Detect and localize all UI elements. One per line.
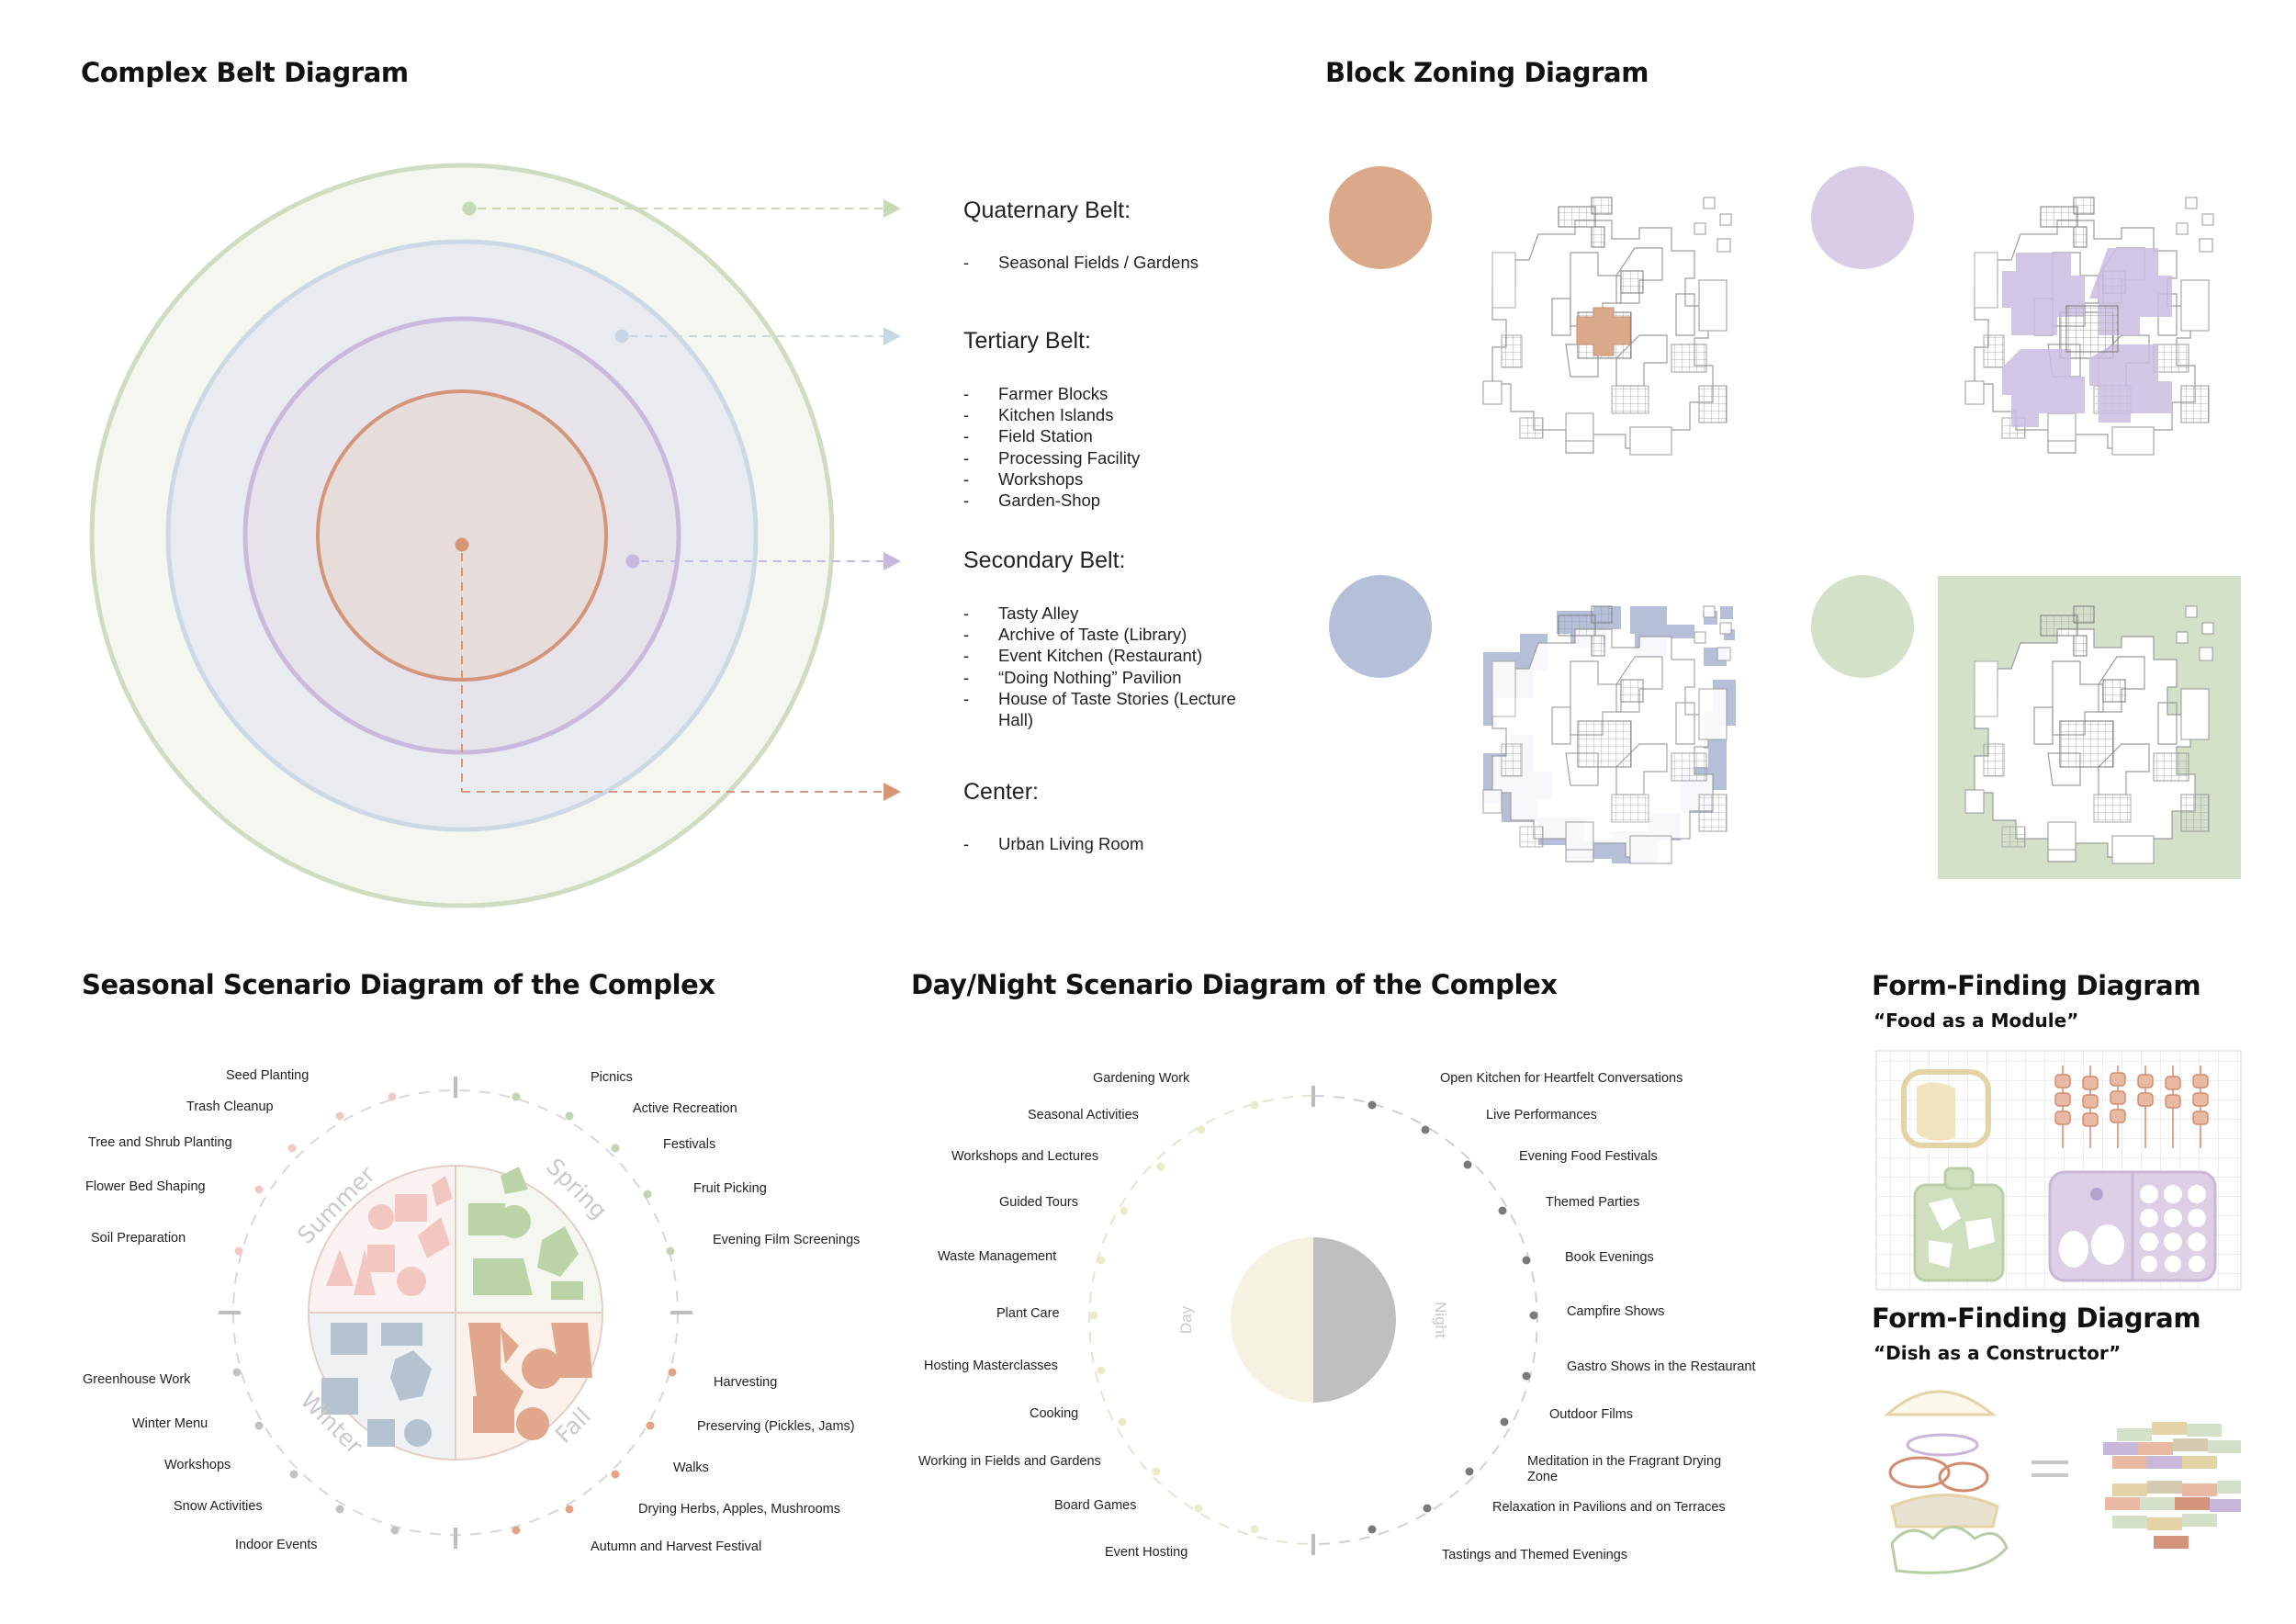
form-finding-subtitle-1: “Food as a Module” [1874,1009,2079,1032]
seasonal-label: Greenhouse Work [83,1372,191,1387]
seasonal-label: Active Recreation [633,1101,737,1116]
day-activity-label: Waste Management [938,1249,1057,1264]
seasonal-label: Festivals [663,1137,716,1152]
seasonal-label: Fruit Picking [693,1181,767,1196]
day-activity-label: Seasonal Activities [1028,1108,1139,1122]
night-activity-label: Campfire Shows [1567,1304,1665,1319]
seasonal-label: Walks [673,1460,709,1475]
belt-item: Farmer Blocks [963,383,1239,404]
seasonal-label: Autumn and Harvest Festival [591,1539,762,1554]
day-label: Day [1177,1305,1195,1334]
belt-item: Urban Living Room [963,833,1239,854]
block-zoning-diagram [1329,166,2241,879]
seasonal-label: Snow Activities [174,1499,263,1514]
secondary-belt-list: Tasty Alley Archive of Taste (Library) E… [963,603,1262,730]
night-activity-label: Evening Food Festivals [1519,1149,1658,1164]
day-activity-label: Cooking [1030,1406,1079,1421]
seasonal-label: Soil Preparation [91,1231,186,1246]
belt-diagram-title: Complex Belt Diagram [81,57,409,88]
module-skewers [2054,1066,2209,1148]
night-label: Night [1432,1302,1449,1338]
day-activity-label: Hosting Masterclasses [924,1359,1058,1373]
seasonal-wheel: Summer Spring Fall Winter [219,1077,692,1549]
night-activity-label: Book Evenings [1565,1250,1654,1265]
night-activity-label: Meditation in the Fragrant Drying Zone [1527,1454,1722,1484]
day-activity-label: Guided Tours [999,1195,1078,1210]
belt-circles [89,163,901,908]
module-board [1913,1167,2005,1282]
seasonal-label: Picnics [591,1070,633,1085]
day-activity-label: Plant Care [996,1306,1060,1321]
zone-swatch-tertiary [1329,575,1432,678]
belt-item: Field Station [963,425,1239,446]
daynight-diagram-title: Day/Night Scenario Diagram of the Comple… [911,969,1558,1000]
belt-item: Event Kitchen (Restaurant) [963,645,1262,666]
night-activity-label: Outdoor Films [1549,1407,1634,1422]
zone-swatch-quaternary [1811,575,1914,678]
seasonal-label: Drying Herbs, Apples, Mushrooms [638,1502,840,1517]
seasonal-label: Evening Film Screenings [713,1233,861,1247]
belt-item: Seasonal Fields / Gardens [963,252,1239,273]
zone-swatch-secondary [1811,166,1914,269]
center-ring [316,389,608,682]
zoning-plan-secondary [1964,197,2214,456]
secondary-belt-title: Secondary Belt: [963,547,1126,573]
belt-item: Tasty Alley [963,603,1262,624]
tertiary-connector [614,327,901,345]
seasonal-label: Flower Bed Shaping [85,1179,206,1194]
tertiary-belt-list: Farmer Blocks Kitchen Islands Field Stat… [963,383,1239,511]
day-activity-label: Event Hosting [1105,1545,1188,1560]
night-activity-label: Open Kitchen for Heartfelt Conversations [1440,1071,1683,1086]
seasonal-label: Tree and Shrub Planting [88,1135,232,1150]
night-activity-label: Tastings and Themed Evenings [1442,1548,1628,1562]
belt-item: House of Taste Stories (Lecture Hall) [963,688,1262,730]
form-finding-subtitle-2: “Dish as a Constructor” [1874,1342,2122,1364]
quaternary-connector [462,199,901,218]
zoning-plan-center [1482,197,1732,456]
belt-item: Processing Facility [963,447,1239,468]
day-activity-label: Workshops and Lectures [951,1149,1099,1164]
seasonal-label: Workshops [164,1458,231,1472]
quaternary-belt-list: Seasonal Fields / Gardens [963,252,1239,273]
night-activity-label: Gastro Shows in the Restaurant [1567,1359,1756,1374]
burger-illustration [1884,1390,2009,1574]
form-finding-title-2: Form-Finding Diagram [1872,1303,2201,1334]
seasonal-label: Indoor Events [235,1538,318,1552]
zone-swatch-center [1329,166,1432,269]
seasonal-label: Winter Menu [132,1416,208,1431]
brick-constructor [2103,1422,2241,1549]
day-activity-label: Gardening Work [1093,1071,1190,1086]
form-finding-title-1: Form-Finding Diagram [1872,970,2201,1001]
tertiary-belt-title: Tertiary Belt: [963,328,1091,354]
seasonal-label: Trash Cleanup [186,1100,274,1114]
zoning-plan-tertiary [1482,605,1736,864]
module-bread [1901,1069,1991,1148]
center-list: Urban Living Room [963,833,1239,854]
night-activity-label: Live Performances [1486,1108,1597,1122]
belt-item: “Doing Nothing” Pavilion [963,667,1262,688]
seasonal-label: Seed Planting [226,1068,310,1083]
belt-item: Workshops [963,468,1239,490]
center-title: Center: [963,779,1039,805]
day-activity-label: Board Games [1054,1498,1137,1513]
block-zoning-title: Block Zoning Diagram [1325,57,1649,88]
seasonal-label: Preserving (Pickles, Jams) [697,1419,855,1434]
seasonal-diagram-title: Seasonal Scenario Diagram of the Complex [82,969,715,1000]
belt-item: Garden-Shop [963,490,1239,511]
seasonal-label: Harvesting [714,1375,778,1390]
day-activity-label: Working in Fields and Gardens [918,1454,1101,1469]
belt-item: Kitchen Islands [963,404,1239,425]
night-activity-label: Themed Parties [1546,1195,1640,1210]
center-connector [455,537,901,801]
equals-icon [2032,1460,2068,1477]
belt-item: Archive of Taste (Library) [963,624,1262,645]
daynight-wheel: Day Night [1088,1086,1538,1555]
module-bento [2048,1170,2217,1282]
secondary-connector [625,552,901,570]
quaternary-belt-title: Quaternary Belt: [963,197,1131,223]
night-activity-label: Relaxation in Pavilions and on Terraces [1492,1500,1726,1515]
